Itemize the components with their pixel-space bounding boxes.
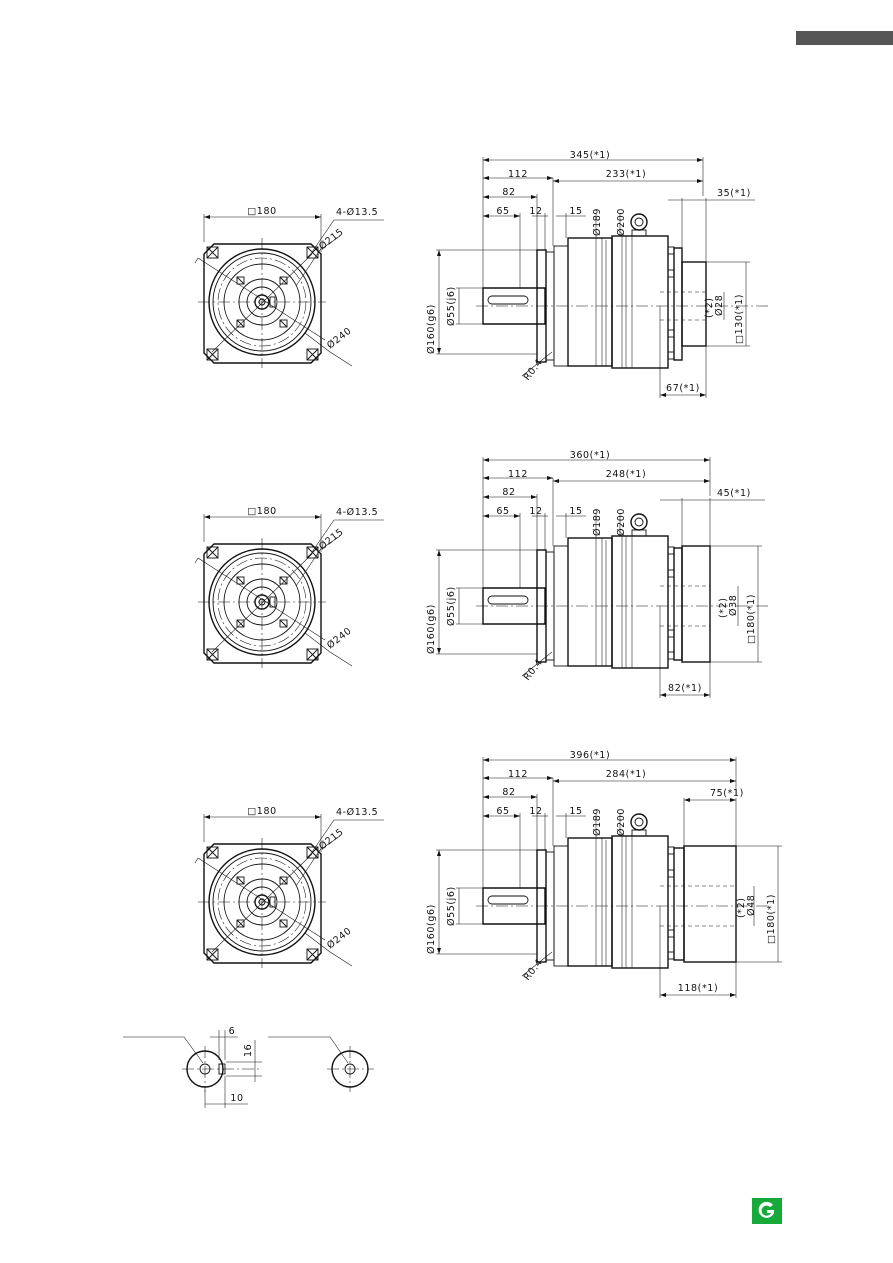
motor-square-label: □130(*1): [734, 294, 745, 344]
side-view-3: [435, 756, 782, 998]
dim-82-label: 82: [502, 187, 515, 198]
radius-label: R0.4: [522, 957, 546, 983]
dim-15-label: 15: [569, 206, 582, 217]
overall-length-label: 360(*1): [570, 450, 611, 461]
motor-note-label: (*2): [736, 897, 747, 918]
dim-65-label: 65: [496, 206, 509, 217]
shaft-detail-keyed: [123, 1030, 262, 1108]
overall-length-label: 396(*1): [570, 750, 611, 761]
dim-12-label: 12: [529, 806, 542, 817]
front-pcd-label: Ø215: [317, 526, 346, 552]
motor-bore-label: Ø28: [714, 295, 725, 316]
shaft-detail-plain: [268, 1036, 374, 1092]
shaft-length-label: 112: [508, 469, 528, 480]
dia-200-label: Ø200: [616, 508, 627, 536]
dia-200-label: Ø200: [616, 808, 627, 836]
motor-length-label: 82(*1): [668, 683, 702, 694]
brand-logo: [752, 1198, 782, 1224]
front-holes-label: 4-Ø13.5: [336, 807, 378, 818]
adapter-length-label: 35(*1): [717, 188, 751, 199]
dim-12-label: 12: [529, 206, 542, 217]
radius-label: R0.4: [522, 357, 546, 383]
front-pcd-label: Ø215: [317, 226, 346, 252]
front-holes-label: 4-Ø13.5: [336, 207, 378, 218]
front-outer-label: Ø240: [325, 625, 354, 651]
spigot-dia-label: Ø160(g6): [426, 604, 437, 654]
motor-length-label: 118(*1): [678, 983, 719, 994]
dim-15-label: 15: [569, 506, 582, 517]
body-length-label: 233(*1): [606, 169, 647, 180]
shaft-length-label: 112: [508, 769, 528, 780]
radius-label: R0.4: [522, 657, 546, 683]
front-square-label: □180: [247, 506, 277, 517]
front-square-label: □180: [247, 806, 277, 817]
shaft-dia-label: Ø55(j6): [446, 286, 457, 326]
adapter-length-label: 45(*1): [717, 488, 751, 499]
key-height-label: 16: [243, 1044, 254, 1057]
shaft-length-label: 112: [508, 169, 528, 180]
spigot-dia-label: Ø160(g6): [426, 904, 437, 954]
section-tab: [796, 31, 893, 45]
adapter-length-label: 75(*1): [710, 788, 744, 799]
g-logo-icon: [752, 1198, 782, 1224]
front-view-1: [194, 213, 385, 369]
motor-square-label: □180(*1): [746, 594, 757, 644]
front-square-label: □180: [247, 206, 277, 217]
dia-189-label: Ø189: [592, 208, 603, 236]
motor-square-label: □180(*1): [766, 894, 777, 944]
dim-82-label: 82: [502, 787, 515, 798]
spigot-dia-label: Ø160(g6): [426, 304, 437, 354]
motor-note-label: (*2): [704, 297, 715, 318]
motor-bore-label: Ø38: [728, 595, 739, 616]
front-pcd-label: Ø215: [317, 826, 346, 852]
dia-189-label: Ø189: [592, 808, 603, 836]
dim-65-label: 65: [496, 506, 509, 517]
dia-189-label: Ø189: [592, 508, 603, 536]
side-view-1: [435, 156, 769, 399]
front-outer-label: Ø240: [325, 925, 354, 951]
motor-length-label: 67(*1): [666, 383, 700, 394]
shaft-dia-label: Ø55(j6): [446, 586, 457, 626]
front-view-2: [194, 513, 385, 669]
front-outer-label: Ø240: [325, 325, 354, 351]
key-width-label: 6: [229, 1026, 236, 1037]
body-length-label: 284(*1): [606, 769, 647, 780]
shaft-dia-label: Ø55(j6): [446, 886, 457, 926]
motor-note-label: (*2): [718, 597, 729, 618]
front-view-3: [194, 813, 385, 969]
side-view-2: [435, 456, 769, 698]
key-length-label: 10: [230, 1093, 243, 1104]
dim-15-label: 15: [569, 806, 582, 817]
dia-200-label: Ø200: [616, 208, 627, 236]
dim-65-label: 65: [496, 806, 509, 817]
overall-length-label: 345(*1): [570, 150, 611, 161]
dim-12-label: 12: [529, 506, 542, 517]
dim-82-label: 82: [502, 487, 515, 498]
body-length-label: 248(*1): [606, 469, 647, 480]
motor-bore-label: Ø48: [746, 895, 757, 916]
front-holes-label: 4-Ø13.5: [336, 507, 378, 518]
